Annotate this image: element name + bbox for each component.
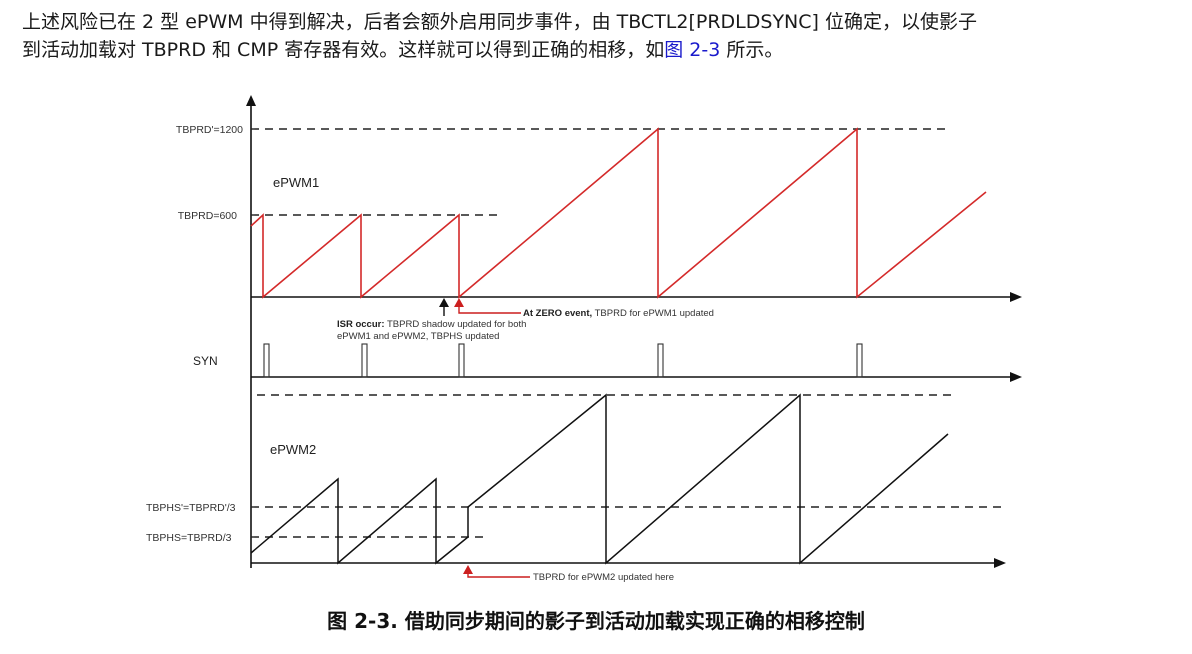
zero-event-leader-line	[458, 306, 521, 314]
epwm2-axis-arrow-icon	[994, 558, 1006, 568]
vertical-axis	[246, 95, 256, 568]
tbprd-prime-label: TBPRD'=1200	[176, 124, 243, 136]
epwm1-axis-arrow-icon	[1010, 292, 1022, 302]
isr-annotation-line-2: ePWM1 and ePWM2, TBPHS updated	[337, 331, 499, 342]
figure-link[interactable]: 图 2-3	[664, 39, 721, 61]
syn-axis-arrow-icon	[1010, 372, 1022, 382]
sync-pulse	[263, 343, 270, 378]
paragraph-line-2-prefix: 到活动加载对 TBPRD 和 CMP 寄存器有效。这样就可以得到正确的相移，如	[22, 39, 665, 61]
isr-up-arrow-icon	[439, 298, 449, 307]
isr-annotation-line-1: ISR occur: TBPRD shadow updated for both	[337, 319, 526, 330]
syn-plot: SYN	[193, 343, 1022, 382]
sync-pulse	[657, 343, 664, 378]
zero-event-up-arrow-icon	[454, 298, 464, 307]
epwm2-update-leader-line	[467, 573, 530, 578]
body-paragraph: 上述风险已在 2 型 ePWM 中得到解决，后者会额外启用同步事件，由 TBCT…	[22, 8, 1182, 64]
paragraph-line-2: 到活动加载对 TBPRD 和 CMP 寄存器有效。这样就可以得到正确的相移，如图…	[22, 36, 1182, 64]
epwm1-label: ePWM1	[273, 175, 319, 190]
tbphs-prime-label: TBPHS'=TBPRD'/3	[146, 502, 236, 514]
epwm2-waveform	[250, 393, 949, 565]
epwm1-plot: TBPRD'=1200 TBPRD=600 ePWM1	[176, 124, 1022, 302]
epwm2-update-annotation: TBPRD for ePWM2 updated here	[533, 572, 674, 583]
sync-pulse	[856, 343, 863, 378]
sync-pulse	[361, 343, 368, 378]
epwm2-annotations: TBPRD for ePWM2 updated here	[463, 565, 674, 583]
tbphs-label: TBPHS=TBPRD/3	[146, 532, 232, 544]
zero-event-annotation: At ZERO event, TBPRD for ePWM1 updated	[523, 308, 714, 319]
tbprd-label: TBPRD=600	[178, 210, 237, 222]
epwm2-label: ePWM2	[270, 442, 316, 457]
paragraph-line-2-suffix: 所示。	[720, 39, 784, 61]
sync-pulse	[458, 343, 465, 378]
sync-pulses	[263, 343, 863, 378]
axis-up-arrow-icon	[246, 95, 256, 106]
epwm1-annotations: At ZERO event, TBPRD for ePWM1 updated I…	[337, 298, 714, 342]
epwm2-plot: ePWM2 TBPHS'=TBPRD'/3 TBPHS=TBPRD/3	[146, 393, 1006, 568]
syn-label: SYN	[193, 354, 218, 368]
paragraph-line-1: 上述风险已在 2 型 ePWM 中得到解决，后者会额外启用同步事件，由 TBCT…	[22, 11, 977, 33]
epwm2-update-up-arrow-icon	[463, 565, 473, 574]
epwm1-waveform	[250, 127, 987, 299]
figure-caption: 图 2-3. 借助同步期间的影子到活动加载实现正确的相移控制	[327, 609, 865, 633]
